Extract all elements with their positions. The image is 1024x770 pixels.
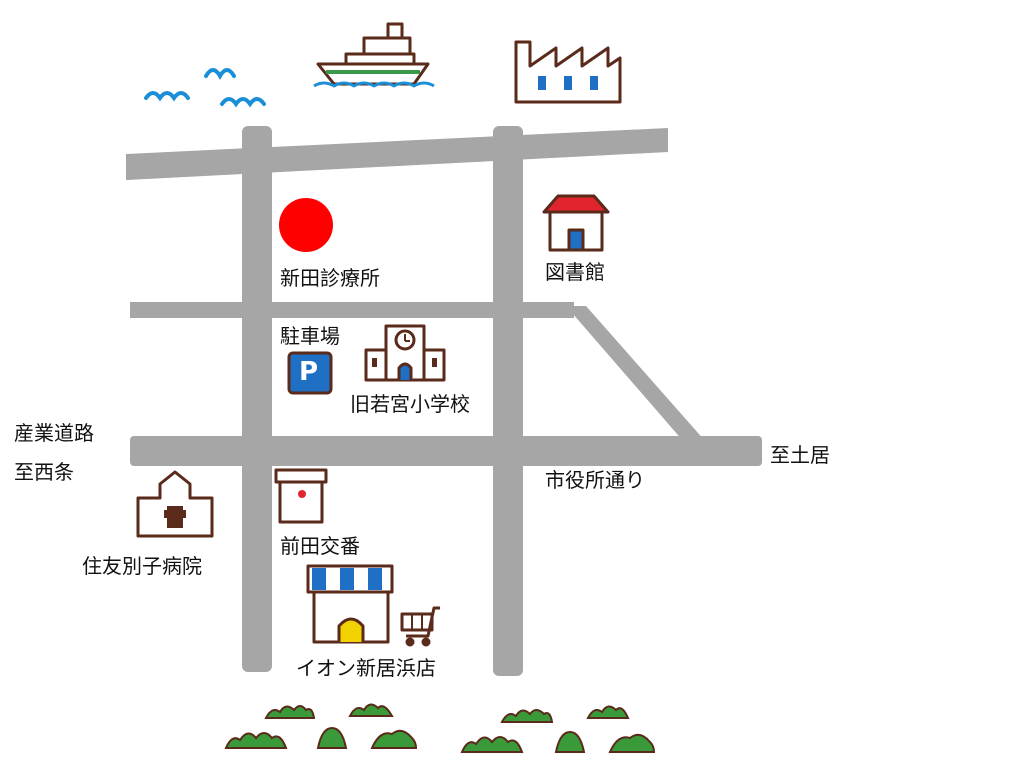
police-box-icon: [274, 468, 328, 524]
parking-icon: [287, 351, 333, 395]
sangyo-road-label: 産業道路: [14, 421, 94, 445]
road-middle: [130, 302, 574, 318]
road-city-hall-street: [130, 436, 762, 466]
trees-icon: [224, 703, 656, 753]
hospital-label: 住友別子病院: [82, 554, 202, 578]
school-icon: [364, 324, 446, 382]
library-icon: [542, 194, 610, 252]
library-label[interactable]: 図書館: [545, 260, 605, 284]
clinic-marker[interactable]: [279, 198, 333, 252]
clinic-label[interactable]: 新田診療所: [280, 266, 380, 290]
factory-icon: [514, 40, 622, 104]
to-doi-label: 至土居: [770, 443, 830, 467]
hospital-icon: [136, 470, 214, 538]
police-box-label: 前田交番: [280, 534, 360, 558]
to-saijo-label: 至西条: [14, 460, 74, 484]
cart-icon: [400, 606, 440, 647]
parking-label: 駐車場: [280, 324, 340, 348]
road-east-vertical: [493, 126, 523, 676]
roads: [126, 126, 762, 676]
ship-icon: [313, 22, 435, 88]
aeon-label: イオン新居浜店: [296, 656, 436, 680]
city-hall-street-label: 市役所通り: [545, 468, 645, 492]
parking-sign-letter: P: [299, 357, 319, 387]
school-label: 旧若宮小学校: [350, 392, 470, 416]
road-north: [126, 128, 668, 180]
store-icon: [306, 564, 394, 644]
waves-icon: [144, 68, 266, 108]
road-diagonal: [566, 306, 706, 442]
road-west-vertical: [242, 126, 272, 672]
